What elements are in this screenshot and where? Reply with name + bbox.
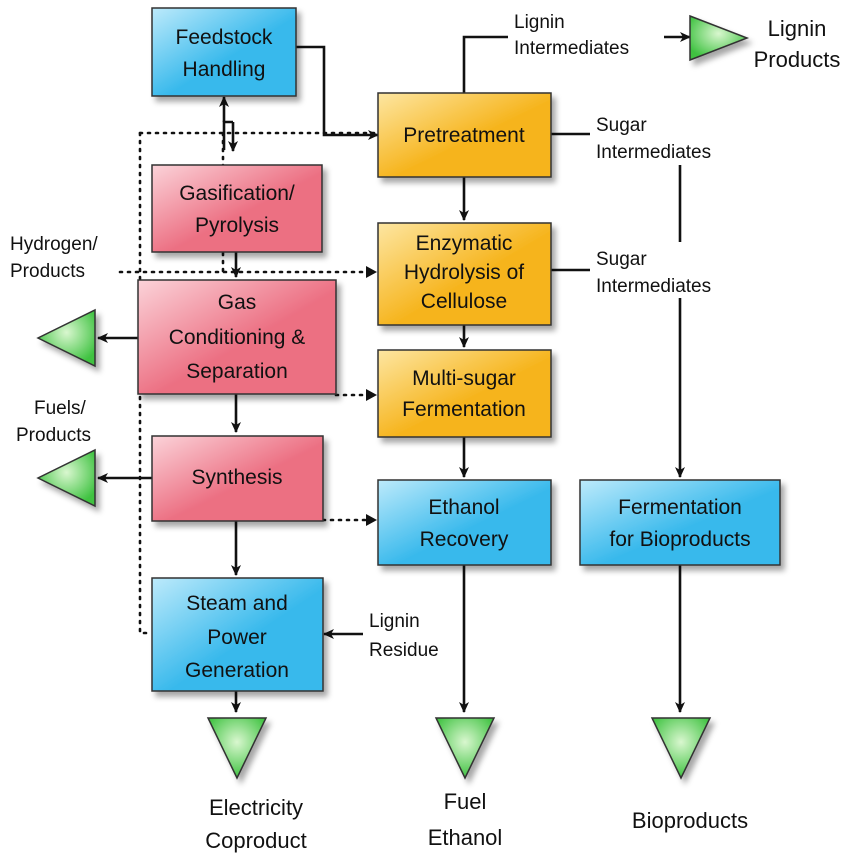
- box-enzymatic-line3: Cellulose: [421, 290, 507, 313]
- dotted-arrowhead-multisugar: [366, 389, 377, 401]
- box-multisugar-line1: Multi-sugar: [412, 367, 516, 390]
- label-sugar-intermediates-2-line1: Sugar: [596, 249, 647, 270]
- hydrogen-products-triangle-icon: [36, 308, 96, 368]
- label-fuel-ethanol-line2: Ethanol: [428, 825, 503, 850]
- box-gasification-line1: Gasification/: [179, 182, 295, 205]
- fuels-products-triangle-icon: [36, 448, 96, 508]
- box-enzymatic-line2: Hydrolysis of: [404, 261, 524, 284]
- lignin-products-triangle-icon: [689, 14, 750, 62]
- label-sugar-intermediates-1-line2: Intermediates: [596, 142, 711, 163]
- box-ethanol-line1: Ethanol: [428, 496, 499, 519]
- electricity-triangle-icon: [206, 717, 268, 780]
- box-gas-conditioning: Gas Conditioning & Separation: [137, 279, 337, 395]
- label-bioproducts: Bioproducts: [632, 808, 748, 833]
- box-fermentation-bioproducts: Fermentation for Bioproducts: [579, 479, 781, 566]
- label-fuels-products-line2: Products: [16, 425, 91, 446]
- box-feedstock-handling: Feedstock Handling: [151, 7, 297, 97]
- box-steam-line3: Generation: [185, 659, 289, 682]
- arrow-feedstock-gas-link: [222, 120, 233, 150]
- box-synthesis: Synthesis: [151, 435, 324, 522]
- box-fermentation-line2: for Bioproducts: [609, 528, 750, 551]
- box-fermentation-line1: Fermentation: [618, 496, 742, 519]
- box-synthesis-line1: Synthesis: [191, 466, 282, 489]
- dotted-connectors: [118, 131, 380, 635]
- flow-arrows: [97, 32, 691, 713]
- box-gasification-line2: Pyrolysis: [195, 214, 279, 237]
- box-gasification-pyrolysis: Gasification/ Pyrolysis: [151, 164, 323, 253]
- box-gas-conditioning-line1: Gas: [218, 291, 257, 314]
- box-gas-conditioning-line2: Conditioning &: [169, 326, 306, 349]
- box-enzymatic-hydrolysis: Enzymatic Hydrolysis of Cellulose: [377, 222, 552, 326]
- label-lignin-products-line1: Lignin: [768, 16, 827, 41]
- box-pretreatment: Pretreatment: [377, 92, 552, 178]
- box-steam-line1: Steam and: [186, 592, 288, 615]
- box-multisugar-fermentation: Multi-sugar Fermentation: [377, 349, 552, 438]
- label-lignin-products-line2: Products: [754, 47, 841, 72]
- box-steam-power: Steam and Power Generation: [151, 577, 324, 692]
- label-lignin-residue-line2: Residue: [369, 640, 439, 661]
- label-sugar-intermediates-2-line2: Intermediates: [596, 276, 711, 297]
- product-triangles: [36, 14, 750, 780]
- label-lignin-residue-line1: Lignin: [369, 611, 420, 632]
- bioproducts-triangle-icon: [650, 717, 712, 780]
- line-pretreatment-lignin: [462, 35, 508, 93]
- box-feedstock-line1: Feedstock: [176, 26, 273, 49]
- label-hydrogen-products-line2: Products: [10, 261, 85, 282]
- arrow-feedstock-to-pretreatment: [296, 45, 379, 140]
- box-ethanol-line2: Recovery: [420, 528, 509, 551]
- box-steam-line2: Power: [207, 626, 267, 649]
- box-feedstock-line2: Handling: [183, 58, 266, 81]
- box-enzymatic-line1: Enzymatic: [416, 232, 513, 255]
- box-ethanol-recovery: Ethanol Recovery: [377, 479, 552, 566]
- label-fuels-products-line1: Fuels/: [34, 398, 86, 419]
- label-lignin-intermediates-line2: Intermediates: [514, 38, 629, 59]
- box-multisugar-line2: Fermentation: [402, 398, 526, 421]
- label-electricity-line2: Coproduct: [205, 828, 307, 853]
- dotted-arrowhead-ethanol: [366, 514, 377, 526]
- side-labels: Lignin Intermediates Lignin Products Sug…: [10, 12, 840, 853]
- label-sugar-intermediates-1-line1: Sugar: [596, 115, 647, 136]
- label-lignin-intermediates-line1: Lignin: [514, 12, 565, 33]
- box-gas-conditioning-line3: Separation: [186, 360, 288, 383]
- label-fuel-ethanol-line1: Fuel: [444, 789, 487, 814]
- box-pretreatment-line1: Pretreatment: [403, 124, 525, 147]
- label-electricity-line1: Electricity: [209, 795, 303, 820]
- dotted-arrowhead-enzymatic: [366, 266, 377, 278]
- label-hydrogen-products-line1: Hydrogen/: [10, 234, 98, 255]
- fuel-ethanol-triangle-icon: [434, 717, 496, 780]
